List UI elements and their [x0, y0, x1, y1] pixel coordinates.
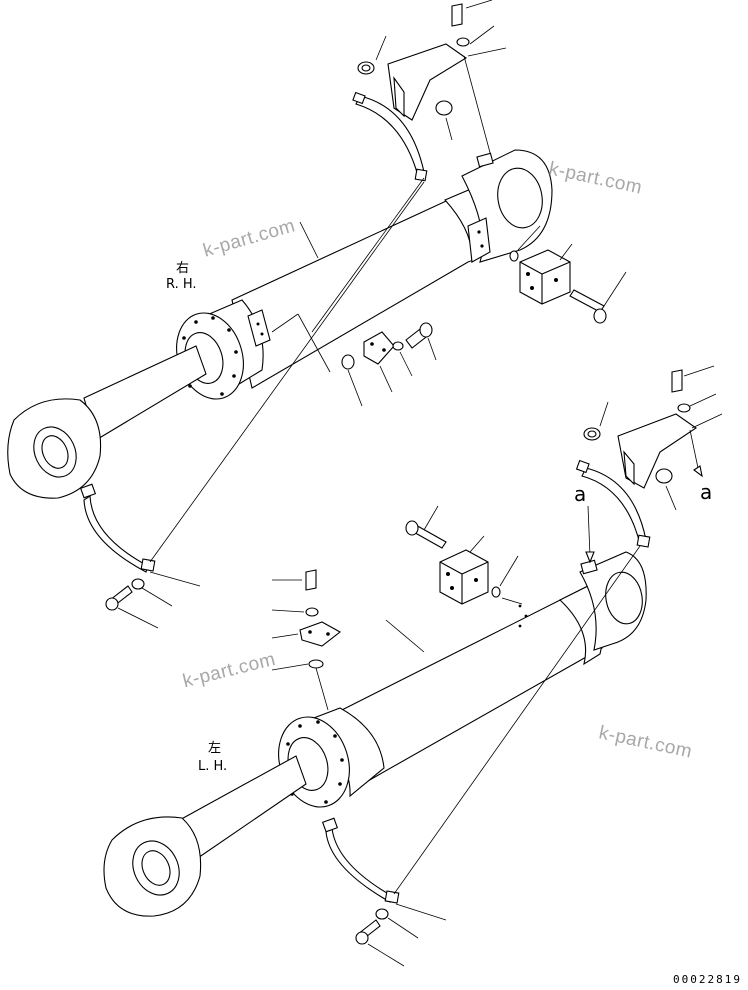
lh-bolt-upper — [671, 369, 683, 393]
rh-plug — [341, 354, 355, 370]
reference-mark-a-upper: a — [700, 480, 713, 504]
rh-piston-rod — [83, 345, 207, 441]
reference-mark-a-lower: a — [574, 482, 587, 506]
rh-cylinder-tube — [231, 189, 487, 389]
rh-upper-clamp-parts — [311, 0, 507, 333]
rh-port-block — [519, 249, 571, 305]
lh-port-fittings — [271, 505, 523, 711]
rh-head-eye-bore — [497, 167, 543, 229]
rh-lower-clamp-band — [83, 495, 149, 573]
lh-upper-clamp-parts — [575, 365, 723, 575]
lh-head-eye-bore — [605, 571, 643, 625]
rh-bolt-upper — [451, 3, 463, 27]
lh-washer-mid — [305, 607, 319, 617]
lh-lower-clamp-band — [325, 827, 393, 903]
rh-label-kanji: 右 — [176, 261, 190, 276]
rh-nut — [357, 61, 375, 75]
rh-lower-clamp-parts — [79, 181, 425, 629]
lh-lower-clamp-parts — [321, 545, 641, 967]
lh-washer-upper — [677, 403, 691, 413]
lh-label-code: L. H. — [198, 759, 228, 774]
rh-cover-plate — [363, 331, 395, 365]
rh-flange-bolt-holes — [180, 316, 238, 396]
lh-label-kanji: 左 — [208, 741, 222, 756]
lh-port-block — [439, 549, 489, 605]
lh-nut — [583, 427, 601, 441]
rh-bushing — [435, 100, 453, 116]
rh-washer-upper — [456, 37, 470, 47]
lh-plug-bolt — [305, 569, 317, 591]
rh-port-fittings — [271, 225, 627, 407]
lh-lower-washer — [375, 908, 389, 920]
rh-cylinder-assembly — [7, 149, 553, 499]
rh-lower-washer — [131, 578, 145, 590]
rh-label-code: R. H. — [166, 277, 197, 292]
lh-clamp-bracket — [617, 413, 697, 489]
drawing-number: 00022819 — [673, 973, 742, 986]
lh-bushing — [655, 468, 673, 484]
lh-cylinder-assembly — [103, 551, 647, 917]
rh-washer-mid — [392, 341, 404, 351]
rh-tube-port-pad — [467, 217, 491, 263]
rh-oring — [509, 250, 519, 262]
rh-clamp-bracket — [387, 43, 468, 121]
lh-plug — [308, 659, 324, 669]
lh-cover-plate — [299, 621, 341, 647]
lh-oring — [491, 586, 501, 598]
